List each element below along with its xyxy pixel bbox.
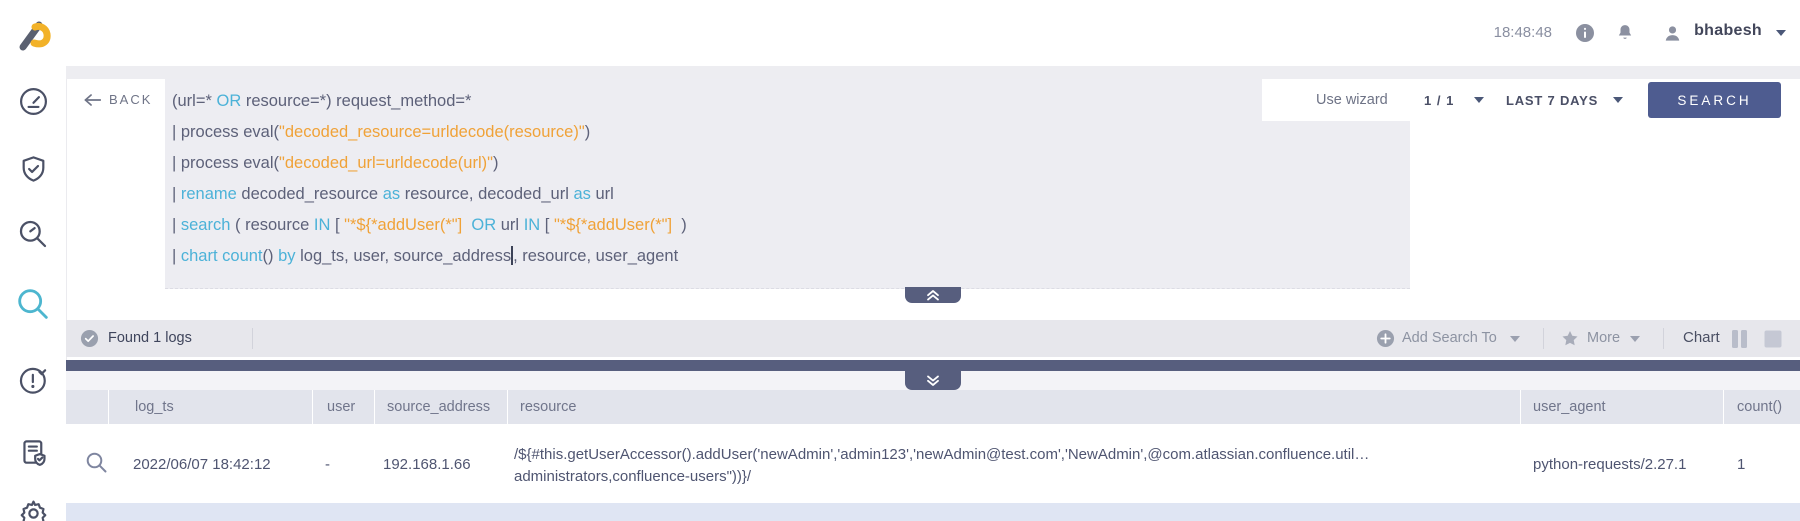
expand-results-tab[interactable]	[905, 371, 961, 390]
sidebar-item-settings[interactable]	[0, 498, 66, 521]
next-row-highlight	[66, 503, 1800, 521]
time-range-selector[interactable]: LAST 7 DAYS	[1506, 93, 1599, 108]
results-status-bar: Found 1 logs Add Search To More Chart	[66, 320, 1800, 357]
add-circle-icon[interactable]	[1376, 329, 1395, 348]
info-button[interactable]	[1575, 23, 1595, 48]
search-icon	[18, 289, 48, 319]
bell-icon	[1618, 25, 1632, 39]
more-caret-icon[interactable]	[1630, 336, 1640, 342]
clock-time: 18:48:48	[1493, 24, 1552, 41]
cell-count: 1	[1737, 456, 1746, 473]
divider	[1543, 328, 1544, 349]
table-row[interactable]: 2022/06/07 18:42:12 - 192.168.1.66 /${#t…	[66, 424, 1800, 503]
sidebar-item-search[interactable]	[0, 282, 66, 326]
query-page-indicator[interactable]: 1 / 1	[1424, 93, 1455, 108]
sidebar-item-threat-hunting[interactable]	[0, 212, 66, 256]
column-header-count: count()	[1737, 399, 1783, 415]
logpoint-logo[interactable]	[0, 12, 66, 60]
column-header-expand	[66, 390, 109, 424]
query-editor-lines[interactable]: (url=* OR resource=*) request_method=*| …	[172, 92, 687, 265]
clock-alert-icon	[19, 367, 46, 394]
sidebar-item-incidents[interactable]	[0, 358, 66, 402]
back-arrow-icon	[84, 93, 101, 106]
horizontal-scrollbar[interactable]	[66, 360, 1800, 371]
resource-line-1: /${#this.getUserAccessor().addUser('newA…	[514, 446, 1370, 463]
add-search-to-caret-icon[interactable]	[1510, 336, 1520, 342]
info-icon	[1576, 24, 1594, 42]
double-chevron-up-icon	[927, 290, 939, 301]
topbar: 18:48:48 bhabesh	[66, 0, 1800, 66]
cell-source-address: 192.168.1.66	[383, 456, 471, 473]
add-search-to-button[interactable]: Add Search To	[1402, 330, 1497, 346]
time-range-caret-icon[interactable]	[1613, 97, 1623, 103]
back-label: BACK	[109, 92, 153, 107]
settings-gear-icon	[20, 500, 46, 521]
sidebar-item-reports[interactable]	[0, 430, 66, 474]
username[interactable]: bhabesh	[1694, 22, 1762, 39]
shield-check-icon	[22, 155, 44, 182]
cell-resource: /${#this.getUserAccessor().addUser('newA…	[514, 444, 1514, 488]
cell-log-ts: 2022/06/07 18:42:12	[133, 456, 271, 473]
divider	[252, 328, 253, 349]
user-avatar-icon	[1663, 24, 1682, 48]
query-page-caret-icon[interactable]	[1474, 97, 1484, 103]
content-top-strip	[66, 66, 1800, 79]
sidebar	[0, 0, 67, 521]
chart-grid-toggle-icon[interactable]	[1763, 329, 1783, 349]
dashboard-gauge-icon	[19, 87, 47, 115]
chart-label: Chart	[1683, 329, 1720, 346]
column-header-source-address: source_address	[375, 390, 508, 424]
double-chevron-down-icon	[927, 375, 939, 386]
notifications-button[interactable]	[1615, 23, 1635, 48]
use-wizard-link[interactable]: Use wizard	[1316, 92, 1388, 108]
star-icon[interactable]	[1560, 329, 1580, 348]
query-editor[interactable]	[165, 79, 1410, 289]
report-shield-icon	[22, 439, 46, 466]
results-table-header: log_ts user source_address resource user…	[66, 390, 1800, 424]
back-button[interactable]: BACK	[84, 92, 152, 107]
resource-line-2: administrators,confluence-users"))}/	[514, 468, 752, 485]
chart-columns-toggle-icon[interactable]	[1730, 328, 1750, 350]
sidebar-item-compliance[interactable]	[0, 147, 66, 191]
column-header-user-agent: user_agent	[1521, 390, 1724, 424]
cell-user-agent: python-requests/2.27.1	[1533, 456, 1687, 473]
column-header-log-ts: log_ts	[109, 390, 313, 424]
collapse-query-tab[interactable]	[905, 287, 961, 303]
sidebar-item-dashboard[interactable]	[0, 79, 66, 123]
cell-user: -	[325, 456, 330, 473]
column-header-resource: resource	[508, 390, 1521, 424]
user-menu-caret-icon[interactable]	[1776, 30, 1786, 36]
found-logs-text: Found 1 logs	[108, 330, 192, 346]
magnifier-clock-icon	[19, 220, 47, 248]
row-inspect-magnifier-icon[interactable]	[85, 451, 109, 475]
logo-icon	[19, 21, 51, 51]
divider	[1663, 328, 1664, 349]
column-header-user: user	[313, 390, 375, 424]
search-button[interactable]: SEARCH	[1648, 82, 1781, 118]
check-circle-icon	[80, 329, 99, 348]
more-button[interactable]: More	[1587, 330, 1621, 346]
